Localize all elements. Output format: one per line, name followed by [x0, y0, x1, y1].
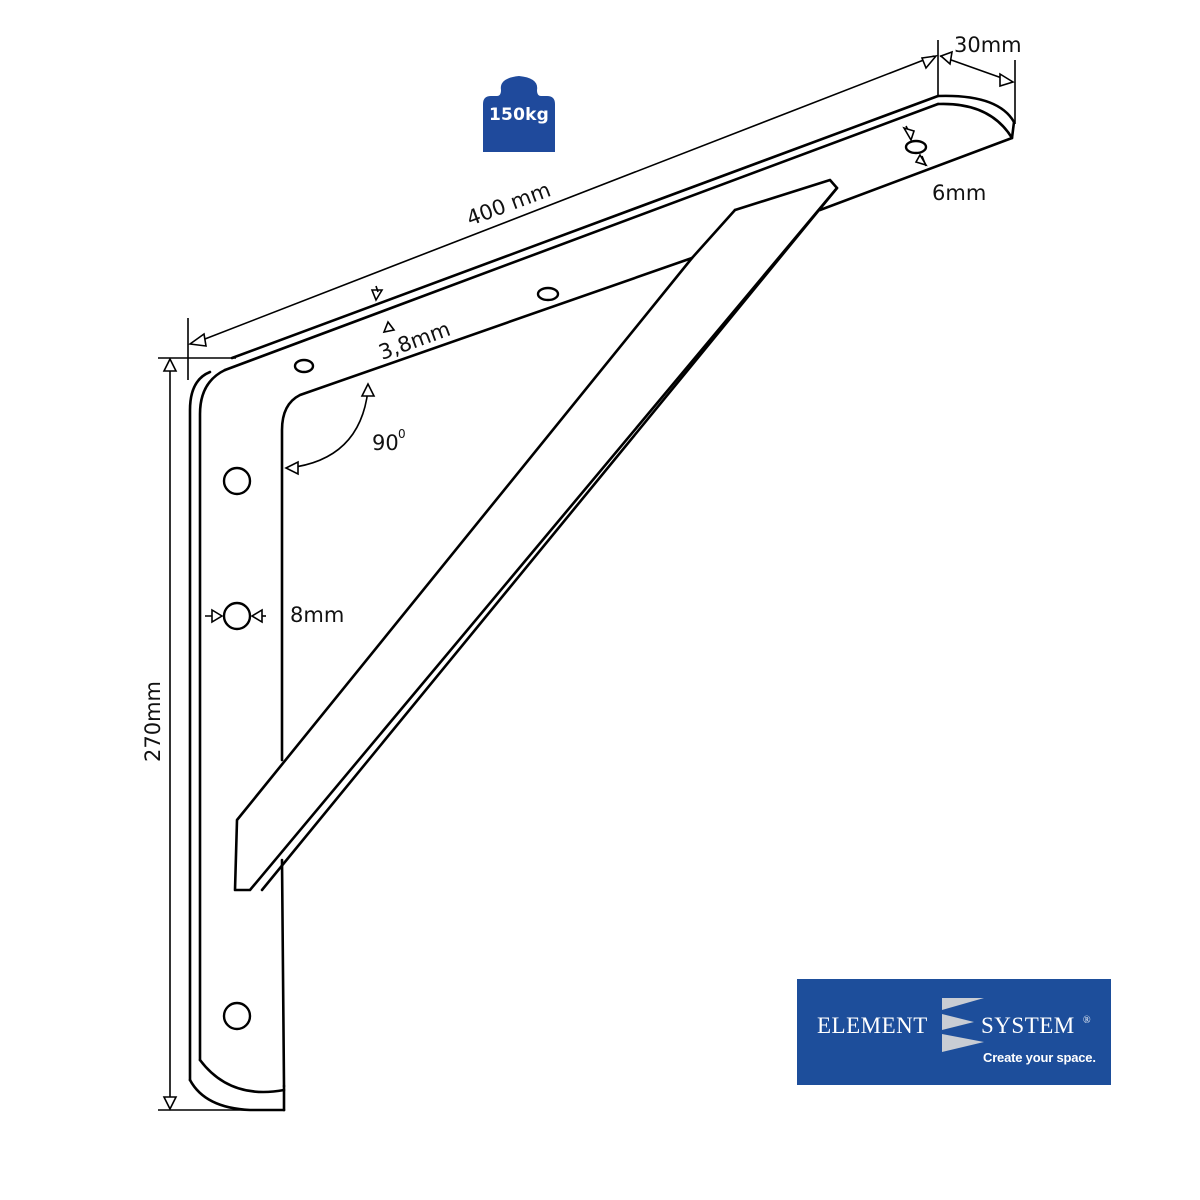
small-hole-label: 6mm [932, 181, 986, 205]
hole-leg-2 [222, 601, 252, 631]
logo-tagline: Create your space. [983, 1050, 1096, 1065]
bracket-outline [188, 94, 1016, 1112]
dimension-large-hole: 8mm [205, 603, 344, 627]
width-label: 30mm [954, 33, 1022, 57]
hole-arm-2 [536, 286, 560, 302]
dimension-thickness: 3,8mm [370, 285, 454, 365]
diagonal-brace [233, 178, 839, 892]
hole-leg-3 [222, 1001, 252, 1031]
hole-arm-3 [904, 139, 928, 155]
dimension-length: 400 mm [187, 40, 939, 380]
height-label: 270mm [141, 681, 165, 762]
angle-degree: 0 [398, 427, 406, 441]
hole-arm-1 [293, 358, 315, 374]
hole-leg-1 [222, 466, 252, 496]
weight-capacity-label: 150kg [489, 105, 549, 125]
mounting-holes [222, 139, 928, 1031]
logo-word-element: ELEMENT [817, 1013, 928, 1038]
dimension-angle: 90 0 [284, 382, 406, 476]
logo-word-system: SYSTEM [981, 1013, 1075, 1038]
angle-label: 90 [372, 431, 399, 455]
brand-logo: ELEMENT SYSTEM ® Create your space. [797, 979, 1111, 1085]
dimension-small-hole: 6mm [902, 125, 986, 205]
dimension-height: 270mm [141, 357, 284, 1111]
weight-icon [483, 76, 555, 152]
large-hole-label: 8mm [290, 603, 344, 627]
registered-mark: ® [1083, 1015, 1091, 1026]
logo-e-mark-icon [942, 998, 984, 1052]
dimension-width: 30mm [939, 33, 1022, 124]
length-label: 400 mm [463, 177, 554, 230]
